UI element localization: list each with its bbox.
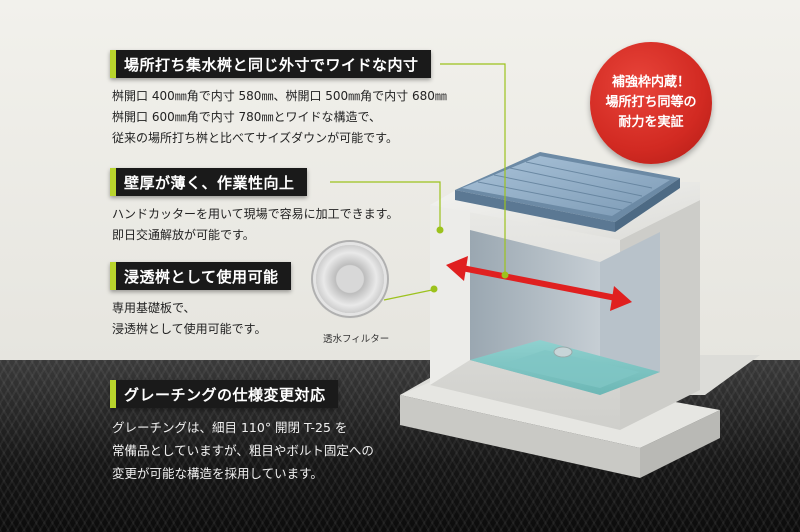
heading-grating-spec: グレーチングの仕様変更対応 [110, 380, 338, 408]
leader-lines [330, 63, 506, 301]
text-line: 変更が可能な構造を採用しています。 [112, 466, 323, 481]
text-line: ハンドカッターを用いて現場で容易に加工できます。 [112, 207, 399, 221]
text-infiltration: 専用基礎板で、 浸透桝として使用可能です。 [112, 298, 266, 340]
text-wide-interior: 桝開口 400㎜角で内寸 580㎜、桝開口 500㎜角で内寸 680㎜ 桝開口 … [112, 86, 447, 149]
width-arrow [446, 256, 632, 311]
text-line: 桝開口 400㎜角で内寸 580㎜、桝開口 500㎜角で内寸 680㎜ [112, 89, 447, 103]
heading-infiltration: 浸透桝として使用可能 [110, 262, 291, 290]
text-grating-spec: グレーチングは、細目 110° 開閉 T-25 を 常備品としていますが、粗目や… [112, 416, 374, 485]
drain-hole [553, 346, 573, 358]
text-line: 常備品としていますが、粗目やボルト固定への [112, 443, 374, 458]
text-line: 桝開口 600㎜角で内寸 780㎜とワイドな構造で、 [112, 110, 381, 124]
base-plate-side [640, 410, 720, 478]
filter-label: 透水フィルター [323, 334, 390, 345]
badge-line: 耐力を実証 [618, 115, 684, 130]
heading-wide-interior: 場所打ち集水桝と同じ外寸でワイドな内寸 [110, 50, 431, 78]
text-line: 専用基礎板で、 [112, 301, 196, 315]
base-plate-front [400, 395, 640, 478]
text-line: 即日交通解放が可能です。 [112, 228, 255, 242]
badge-line: 場所打ち同等の [605, 95, 697, 110]
grating-side-right [615, 178, 680, 232]
interior-right-wall [600, 232, 660, 395]
text-line: 従来の場所打ち桝と比べてサイズダウンが可能です。 [112, 131, 398, 145]
grating-surface [462, 156, 670, 216]
badge-line: 補強枠内蔵！ [611, 75, 690, 90]
reinforcement-badge: 補強枠内蔵！ 場所打ち同等の 耐力を実証 [590, 42, 712, 164]
text-line: 浸透桝として使用可能です。 [112, 322, 267, 336]
permeable-filter-image [316, 245, 384, 313]
base-plate-inner [500, 350, 640, 388]
heading-thin-wall: 壁厚が薄く、作業性向上 [110, 168, 307, 196]
body-left-wall [430, 195, 470, 385]
grating-side [455, 190, 615, 232]
text-thin-wall: ハンドカッターを用いて現場で容易に加工できます。 即日交通解放が可能です。 [112, 204, 398, 246]
text-line: グレーチングは、細目 110° 開閉 T-25 を [112, 420, 348, 435]
